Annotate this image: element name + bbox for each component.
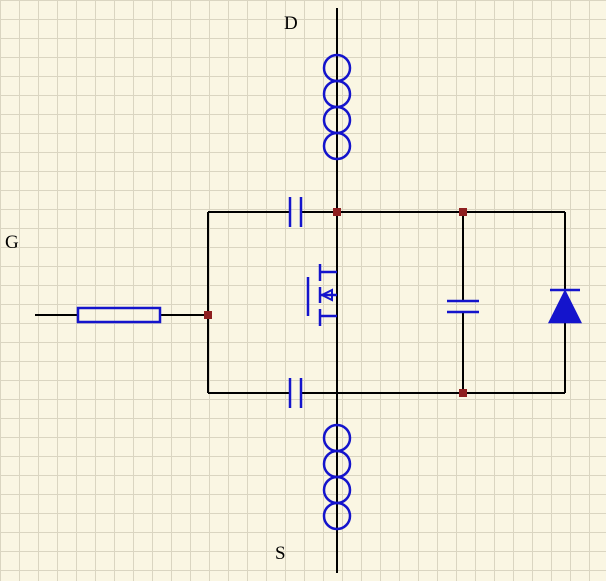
junction-dot bbox=[204, 311, 212, 319]
drain-source-capacitor bbox=[447, 299, 479, 314]
junction-dot bbox=[459, 389, 467, 397]
gate-drain-capacitor bbox=[288, 197, 303, 227]
junction-dots bbox=[204, 208, 467, 397]
gate-port-label: G bbox=[5, 232, 19, 253]
gate-source-capacitor bbox=[288, 378, 303, 408]
source-port-label: S bbox=[275, 543, 286, 564]
body-diode bbox=[547, 288, 583, 324]
coil-turn bbox=[322, 501, 352, 531]
diode-triangle bbox=[547, 289, 583, 324]
source-inductor bbox=[322, 423, 352, 531]
junction-dot bbox=[333, 208, 341, 216]
junction-dot bbox=[459, 208, 467, 216]
gate-resistor bbox=[76, 306, 162, 324]
drain-port-label: D bbox=[284, 13, 298, 34]
wires bbox=[35, 8, 566, 573]
components bbox=[76, 53, 583, 531]
mosfet-arrow-icon bbox=[319, 288, 333, 302]
resistor-body bbox=[76, 306, 162, 324]
drain-inductor bbox=[322, 53, 352, 161]
coil-turn bbox=[322, 131, 352, 161]
mosfet bbox=[306, 264, 337, 326]
